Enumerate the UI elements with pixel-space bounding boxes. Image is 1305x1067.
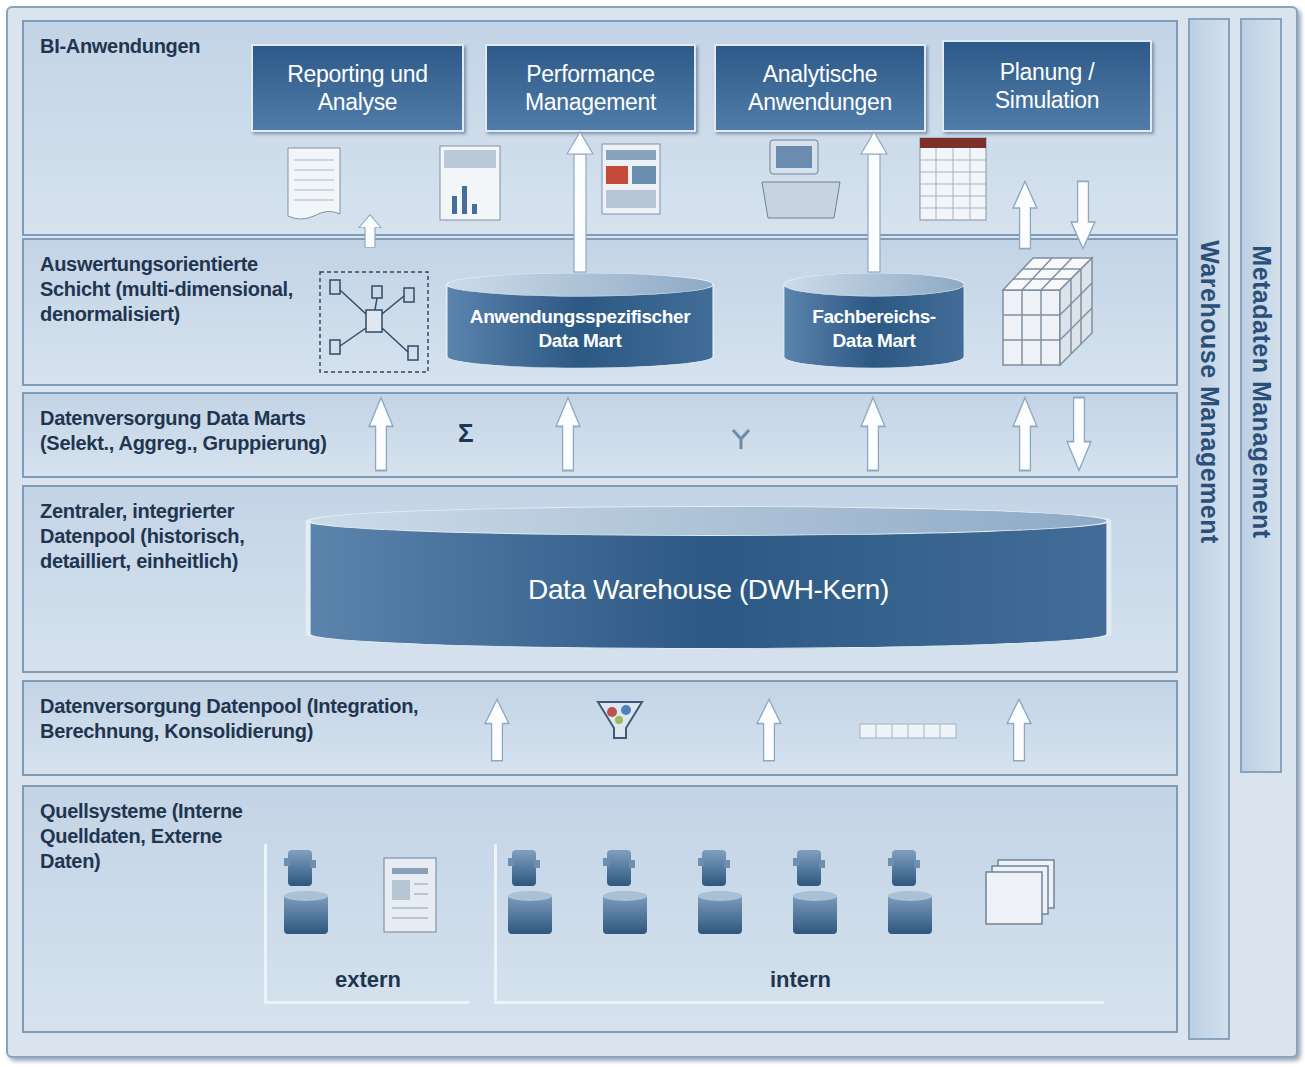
format-strip (860, 724, 956, 738)
node-label: Fachbereichs- Data Mart (782, 289, 966, 353)
node-label: Planung / Simulation (944, 58, 1150, 114)
layer-band: BI-AnwendungenReporting und Analyse Perfo… (22, 20, 1178, 236)
node-label: Analytische Anwendungen (716, 60, 924, 116)
flow-connector (567, 132, 593, 272)
management-bar: Metadaten Management (1240, 18, 1282, 773)
node-label: Anwendungsspezifischer Data Mart (444, 289, 716, 353)
node-label: Datenversorgung Data Marts (Selekt., Agg… (40, 406, 360, 456)
node-label: Auswertungsorientierte Schicht (multi-di… (40, 252, 325, 327)
layer-band: Datenversorgung Datenpool (Integration, … (22, 680, 1178, 776)
flow-arrows (359, 181, 1095, 760)
chart-icon (440, 146, 500, 220)
app-box: Analytische Anwendungen (714, 44, 926, 132)
dashboard-icon (602, 144, 660, 214)
node-label: Reporting und Analyse (253, 60, 462, 116)
node-label: Warehouse Management (1195, 240, 1224, 544)
olap-cube (1003, 258, 1092, 365)
node-label: Metadaten Management (1247, 245, 1276, 538)
document-icon (384, 858, 436, 932)
node-label: BI-Anwendungen (40, 34, 260, 59)
flow-connector (861, 132, 887, 272)
database-icons (284, 850, 932, 934)
computer-icon (762, 140, 840, 218)
app-box: Planung / Simulation (942, 40, 1152, 132)
data-mart-cylinder: Anwendungsspezifischer Data Mart (444, 272, 716, 369)
file-stack-icon (986, 860, 1054, 924)
data-mart-cylinder: Fachbereichs- Data Mart (782, 272, 966, 369)
warehouse-cylinder: Data Warehouse (DWH-Kern) (300, 505, 1117, 650)
report-icon (288, 148, 340, 219)
funnel-icon (598, 702, 642, 738)
node-label: intern (497, 967, 1104, 993)
app-box: Reporting und Analyse (251, 44, 464, 132)
management-bar: Warehouse Management (1188, 18, 1230, 1040)
filter-symbol (733, 430, 749, 449)
node-label: Data Warehouse (DWH-Kern) (520, 548, 897, 608)
node-label: extern (267, 967, 469, 993)
layer-band: Zentraler, integrierter Datenpool (histo… (22, 485, 1178, 673)
app-box: Performance Management (485, 44, 696, 132)
node-label: Performance Management (487, 60, 694, 116)
symbol-label: Σ (458, 418, 474, 449)
node-label: Zentraler, integrierter Datenpool (histo… (40, 499, 290, 574)
layer-band: Datenversorgung Data Marts (Selekt., Agg… (22, 392, 1178, 478)
star-schema-icon (320, 272, 428, 372)
node-label: Datenversorgung Datenpool (Integration, … (40, 694, 460, 744)
node-label: Quellsysteme (Interne Quelldaten, Extern… (40, 799, 280, 874)
table-icon (920, 138, 986, 220)
